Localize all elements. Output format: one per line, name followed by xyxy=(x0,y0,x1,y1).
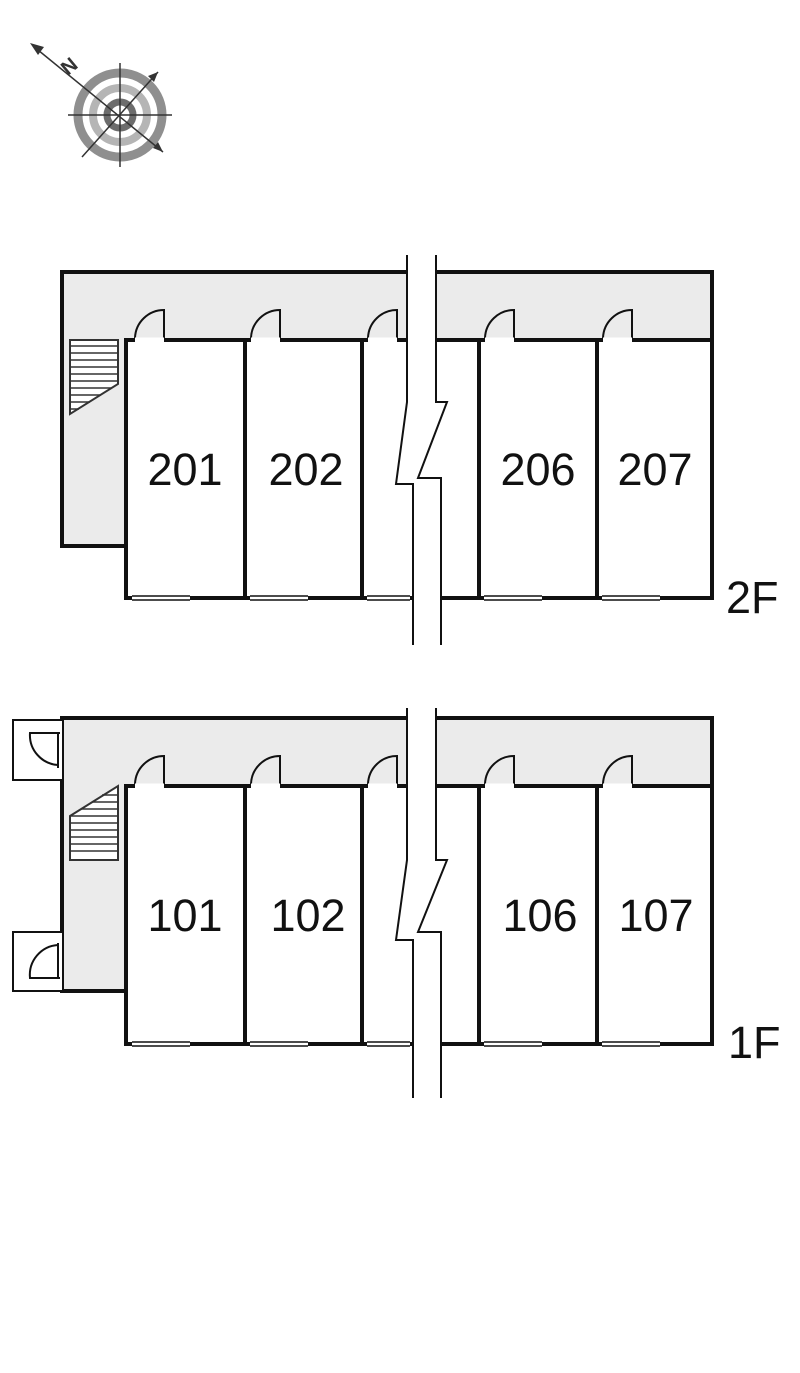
room-label-101: 101 xyxy=(147,890,222,941)
compass-north-label: N xyxy=(57,54,82,80)
break-symbol-2f xyxy=(394,255,449,645)
floor-label-2f: 2F xyxy=(726,572,779,623)
room-207 xyxy=(595,338,714,600)
room-label-106: 106 xyxy=(502,890,577,941)
doors-1f xyxy=(134,754,633,789)
room-label-206: 206 xyxy=(500,444,575,495)
entrance-door-top-1f xyxy=(12,719,64,781)
room-102 xyxy=(243,784,364,1046)
room-206 xyxy=(477,338,599,600)
floor-1f: 101 102 106 107 1F xyxy=(12,708,781,1098)
room-101 xyxy=(124,784,247,1046)
stairs-1f xyxy=(69,784,119,861)
floor-label-1f: 1F xyxy=(728,1017,781,1068)
break-symbol-1f xyxy=(394,708,449,1098)
compass-icon: N xyxy=(30,43,172,167)
stairs-2f xyxy=(69,339,119,416)
room-107 xyxy=(595,784,714,1046)
windows-1f xyxy=(132,1041,660,1047)
doors-2f xyxy=(134,308,633,343)
room-label-202: 202 xyxy=(268,444,343,495)
room-label-107: 107 xyxy=(618,890,693,941)
floor-2f: 201 202 206 207 2F xyxy=(60,255,779,645)
room-label-207: 207 xyxy=(617,444,692,495)
room-label-201: 201 xyxy=(147,444,222,495)
room-label-102: 102 xyxy=(270,890,345,941)
entrance-door-bottom-1f xyxy=(12,931,64,992)
windows-2f xyxy=(132,595,660,601)
